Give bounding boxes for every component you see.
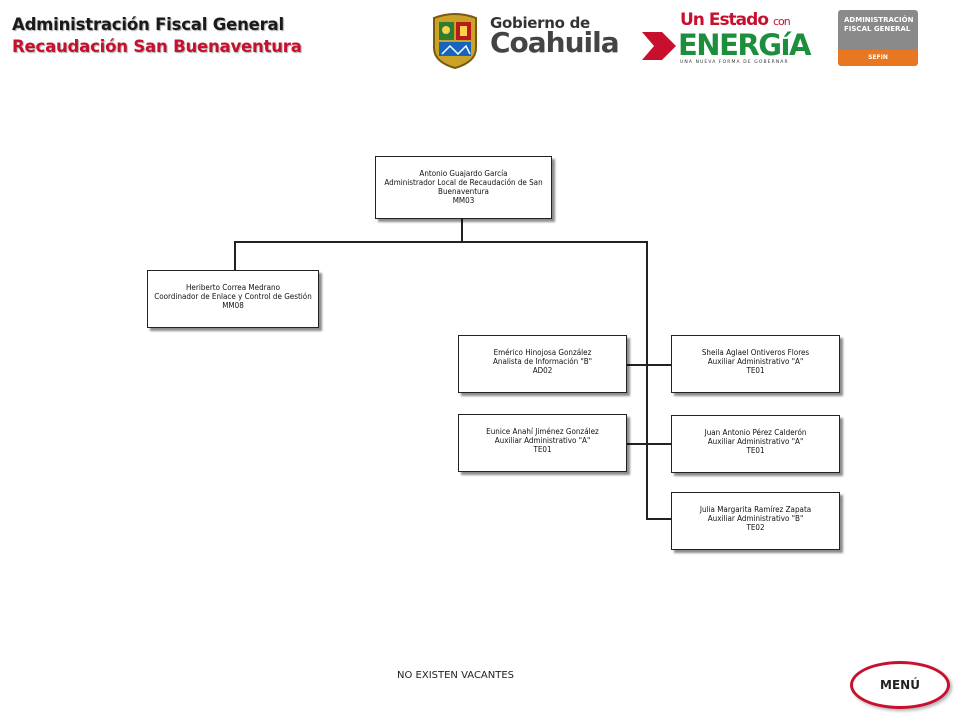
menu-button-label: MENÚ <box>880 678 920 692</box>
employee-name: Sheila Aglael Ontiveros Flores <box>701 348 810 357</box>
menu-button[interactable]: MENÚ <box>850 661 950 709</box>
org-box-staff: Eunice Anahí Jiménez González Auxiliar A… <box>458 414 627 472</box>
org-box-staff: Emérico Hinojosa González Analista de In… <box>458 335 627 393</box>
energia-logo-con-text: con <box>772 15 791 28</box>
afg-logo-line2: FISCAL GENERAL <box>844 25 911 33</box>
afg-logo-bottom: SEFIN <box>838 50 918 66</box>
employee-code: MM03 <box>452 196 475 205</box>
employee-code: TE01 <box>533 445 552 454</box>
energia-arrow-icon <box>642 32 676 60</box>
employee-name: Antonio Guajardo García <box>419 169 508 178</box>
afg-sefin-logo: ADMINISTRACIÓN FISCAL GENERAL SEFIN <box>838 10 918 66</box>
afg-logo-line1: ADMINISTRACIÓN <box>844 16 914 24</box>
connector-branch-2 <box>627 443 671 445</box>
employee-role: Auxiliar Administrativo "A" <box>707 437 804 446</box>
vacancy-note: NO EXISTEN VACANTES <box>397 670 515 681</box>
employee-code: TE01 <box>746 366 765 375</box>
connector-head-down <box>461 219 463 243</box>
header-title-agency: Administración Fiscal General <box>12 15 284 34</box>
employee-name: Julia Margarita Ramírez Zapata <box>699 505 812 514</box>
gobierno-logo-small-text: Gobierno de <box>490 14 590 32</box>
employee-role: Administrador Local de Recaudación de Sa… <box>384 178 543 196</box>
connector-horizontal-bar <box>234 241 648 243</box>
employee-role: Analista de Información "B" <box>492 357 593 366</box>
org-box-head: Antonio Guajardo García Administrador Lo… <box>375 156 552 219</box>
connector-branch-3 <box>646 518 671 520</box>
employee-code: AD02 <box>532 366 553 375</box>
org-box-staff: Sheila Aglael Ontiveros Flores Auxiliar … <box>671 335 840 393</box>
employee-role: Auxiliar Administrativo "B" <box>707 514 804 523</box>
employee-name: Eunice Anahí Jiménez González <box>486 427 599 436</box>
employee-role: Coordinador de Enlace y Control de Gesti… <box>154 292 312 301</box>
header-title-office: Recaudación San Buenaventura <box>12 37 302 56</box>
employee-code: TE02 <box>746 523 765 532</box>
employee-role: Auxiliar Administrativo "A" <box>494 436 591 445</box>
energia-logo-subtitle: UNA NUEVA FORMA DE GOBERNAR <box>680 60 789 65</box>
employee-code: TE01 <box>746 446 765 455</box>
estado-energia-logo: Un Estado con ENERGíA UNA NUEVA FORMA DE… <box>640 10 820 70</box>
org-box-coordinator: Heriberto Correa Medrano Coordinador de … <box>147 270 319 328</box>
energia-logo-top-text: Un Estado <box>680 10 769 30</box>
employee-code: MM08 <box>222 301 244 310</box>
org-box-staff: Julia Margarita Ramírez Zapata Auxiliar … <box>671 492 840 550</box>
employee-name: Emérico Hinojosa González <box>493 348 592 357</box>
connector-coordinator-down <box>234 241 236 270</box>
energia-logo-big-text: ENERGíA <box>678 28 811 62</box>
gobierno-coahuila-logo: Gobierno de Coahuila <box>490 14 620 59</box>
gobierno-logo-big-text: Coahuila <box>490 26 620 59</box>
connector-branch-1 <box>627 364 671 366</box>
employee-name: Heriberto Correa Medrano <box>186 283 280 292</box>
employee-role: Auxiliar Administrativo "A" <box>707 357 804 366</box>
connector-staff-trunk <box>646 241 648 519</box>
employee-name: Juan Antonio Pérez Calderón <box>704 428 807 437</box>
org-box-staff: Juan Antonio Pérez Calderón Auxiliar Adm… <box>671 415 840 473</box>
coahuila-coat-of-arms-logo <box>433 13 477 70</box>
